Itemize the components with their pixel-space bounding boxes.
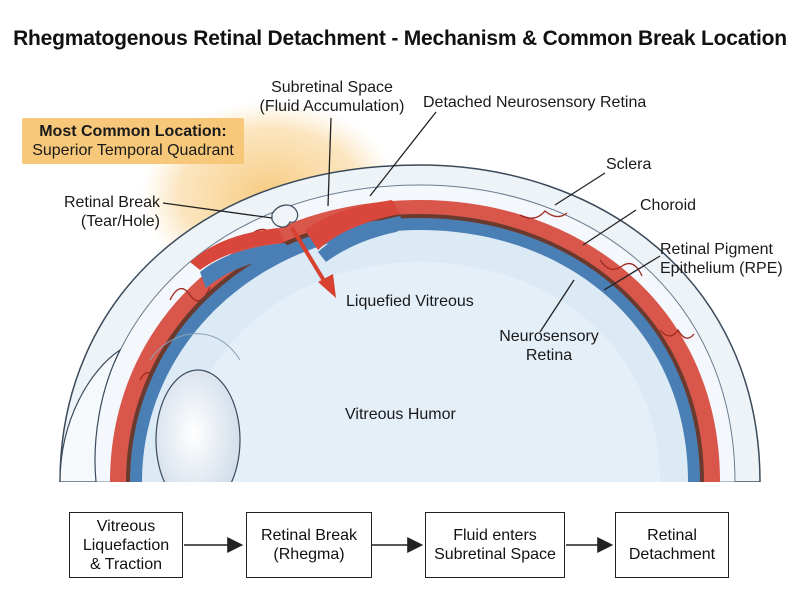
label-vitreous-humor: Vitreous Humor [345,406,456,423]
subretinal-fluid-right [305,200,400,250]
leader-lines [162,111,661,333]
flow-step-fluid-enters: Fluid enters Subretinal Space [425,512,565,578]
flow-step-vitreous-liquefaction: Vitreous Liquefaction & Traction [69,512,183,578]
callout-text: Superior Temporal Quadrant [32,142,234,159]
eye-layers [59,164,761,482]
label-rpe: Retinal Pigment Epithelium (RPE) [660,241,783,277]
fluid-flow-arrow [290,226,328,286]
label-sclera: Sclera [606,156,652,173]
label-liquefied-vitreous: Liquefied Vitreous [346,293,474,310]
most-common-location-callout: Most Common Location: Superior Temporal … [22,118,244,164]
cornea [59,348,122,482]
page-title: Rhegmatogenous Retinal Detachment - Mech… [13,27,787,50]
subretinal-fluid-left [190,228,285,270]
flow-step-retinal-detachment: Retinal Detachment [615,512,729,578]
label-choroid: Choroid [640,197,697,214]
label-subretinal-space: Subretinal Space (Fluid Accumulation) [259,79,405,115]
label-detached-retina: Detached Neurosensory Retina [423,94,647,111]
lens [155,369,241,482]
label-retinal-break: Retinal Break (Tear/Hole) [63,194,160,230]
label-neurosensory-retina: Neurosensory Retina [499,328,599,364]
callout-heading: Most Common Location: [39,123,227,140]
retinal-break-flap [271,204,299,228]
flow-step-retinal-break: Retinal Break (Rhegma) [246,512,372,578]
